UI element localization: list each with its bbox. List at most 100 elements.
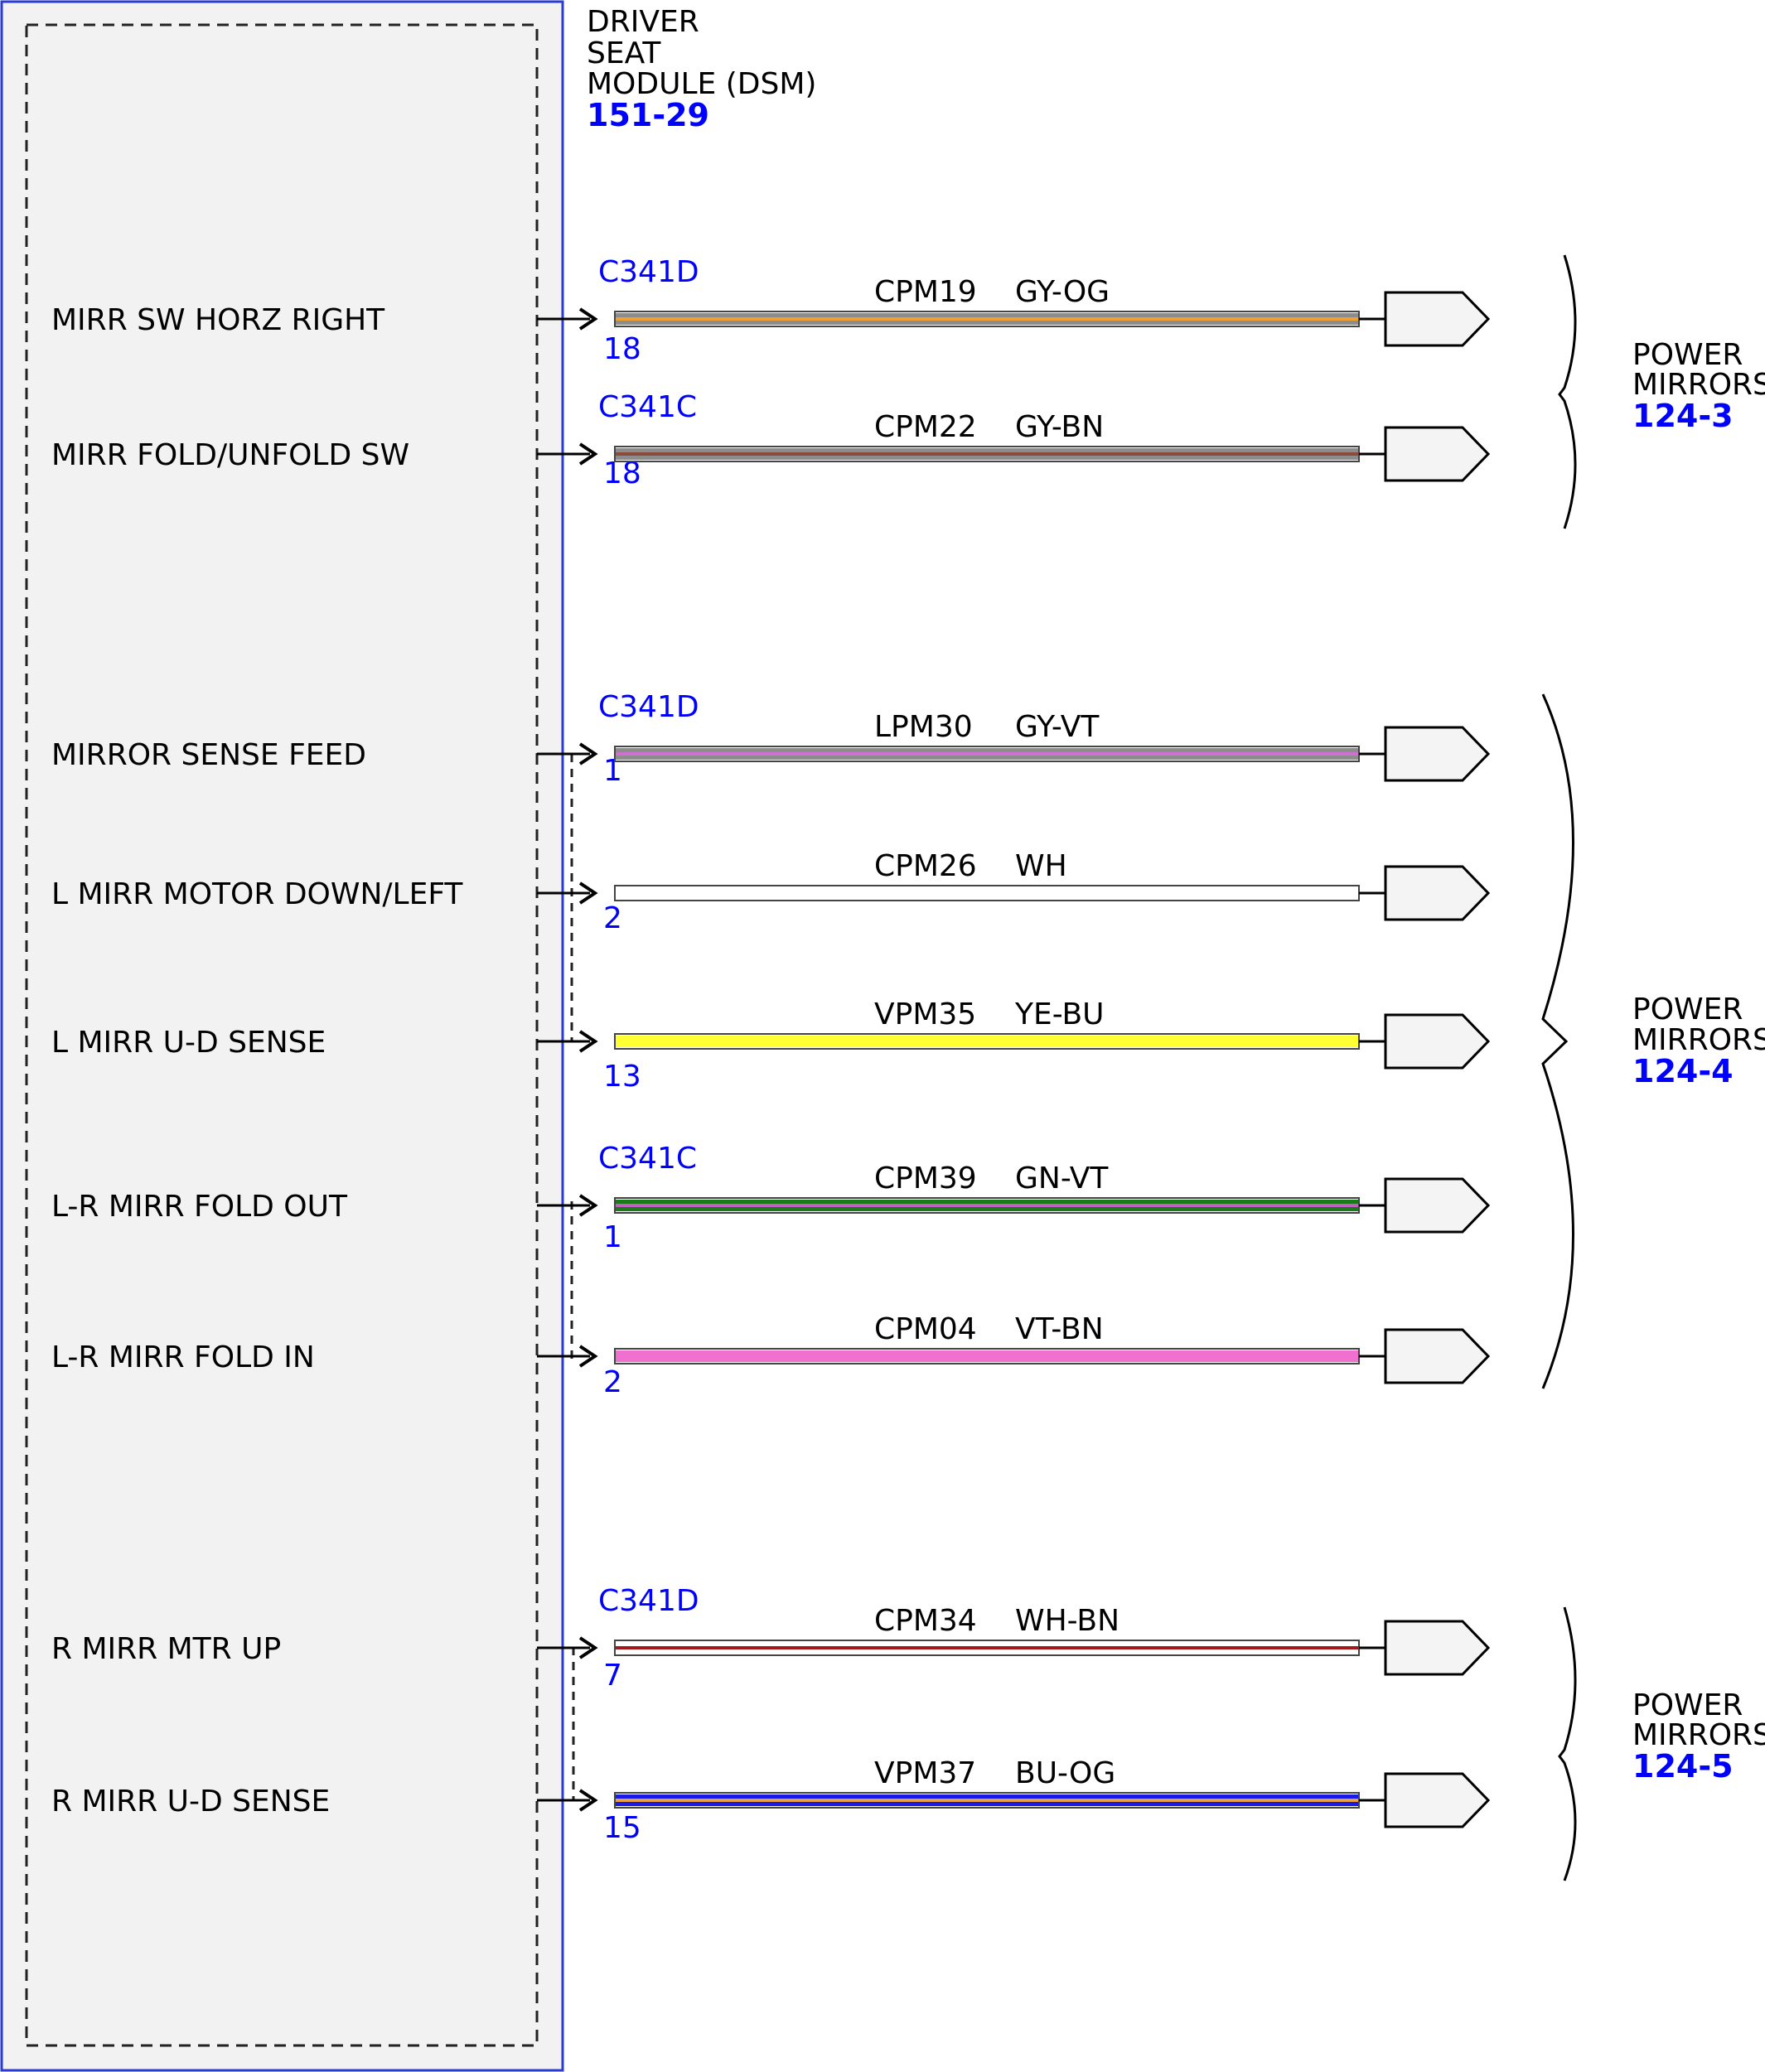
wire-color-code: VT-BN: [1015, 1312, 1104, 1346]
pin-number: 1: [603, 1220, 622, 1254]
wire-stripe-tracer: [616, 1040, 1358, 1043]
circuit-number: CPM22: [874, 410, 977, 444]
pin-number: 13: [603, 1060, 641, 1094]
bracket-power-mirrors-2: [1541, 693, 1574, 1389]
wire-stripe-primary: [616, 1036, 1358, 1040]
destination-3-line-2: MIRRORS: [1632, 1718, 1765, 1752]
wire-stripe-primary: [616, 1802, 1358, 1806]
connector-arrow-icon: [1384, 865, 1491, 921]
wire-stripe-primary: [616, 448, 1358, 452]
wire-stripe-tracer: [616, 1355, 1358, 1358]
pin-number: 2: [603, 1365, 622, 1399]
circuit-number: CPM26: [874, 849, 977, 883]
signal-label: L-R MIRR FOLD IN: [51, 1340, 315, 1374]
wire-stripe-primary: [616, 1207, 1358, 1211]
circuit-number: VPM35: [874, 997, 976, 1031]
signal-label: MIRROR SENSE FEED: [51, 738, 366, 772]
connector-arrow-icon: [1384, 426, 1491, 482]
destination-2-ref: 124-4: [1632, 1053, 1734, 1089]
wire-stripe-tracer: [616, 1799, 1358, 1802]
wire-color-code: BU-OG: [1015, 1756, 1115, 1790]
circuit-number: LPM30: [874, 710, 973, 744]
wire-stripe-primary: [616, 1794, 1358, 1799]
destination-1-line-1: POWER: [1632, 338, 1743, 372]
wire-stripe-primary: [616, 895, 1358, 899]
wire-color-code: GY-OG: [1015, 275, 1110, 309]
wire-stripe-primary: [616, 748, 1358, 752]
circuit-number: CPM04: [874, 1312, 977, 1346]
destination-3-ref: 124-5: [1632, 1748, 1734, 1785]
pin-arrow-icon: [578, 1345, 598, 1368]
connector-arrow-icon: [1384, 1620, 1491, 1676]
destination-2-line-1: POWER: [1632, 993, 1743, 1026]
circuit-number: CPM39: [874, 1162, 977, 1195]
wire-stripe-primary: [616, 756, 1358, 760]
signal-label: L-R MIRR FOLD OUT: [51, 1190, 348, 1224]
pin-number: 2: [603, 901, 622, 935]
connector-arrow-icon: [1384, 726, 1491, 782]
signal-label: R MIRR MTR UP: [51, 1632, 281, 1666]
wire-stripe-tracer: [616, 1204, 1358, 1207]
connector-arrow-icon: [1384, 291, 1491, 347]
wire-stripe-primary: [616, 1358, 1358, 1362]
circuit-number: CPM34: [874, 1604, 977, 1638]
wire-color-code: GY-BN: [1015, 410, 1104, 444]
wire-color-code: GY-VT: [1015, 710, 1100, 744]
pin-arrow-icon: [578, 1194, 598, 1217]
wire-stripe-tracer: [616, 891, 1358, 895]
module-title-line-1: DRIVER: [587, 5, 699, 39]
circuit-number: CPM19: [874, 275, 977, 309]
circuit-number: VPM37: [874, 1756, 976, 1790]
connector-id: C341D: [598, 255, 699, 289]
connector-arrow-icon: [1384, 1328, 1491, 1384]
wire-color-code: GN-VT: [1015, 1162, 1109, 1195]
wire-stripe-primary: [616, 1200, 1358, 1204]
wire-stripe-tracer: [616, 317, 1358, 321]
pin-number: 7: [603, 1659, 622, 1693]
pin-arrow-icon: [578, 1789, 598, 1812]
wire-stripe-primary: [616, 313, 1358, 317]
wire-stripe-primary: [616, 887, 1358, 891]
signal-label: L MIRR MOTOR DOWN/LEFT: [51, 877, 463, 911]
destination-2-line-2: MIRRORS: [1632, 1023, 1765, 1057]
wire-stripe-primary: [616, 1649, 1358, 1654]
pin-arrow-icon: [578, 742, 598, 766]
wire-stripe-primary: [616, 456, 1358, 460]
connector-id: C341D: [598, 690, 699, 724]
wire-color-code: WH-BN: [1015, 1604, 1119, 1638]
connector-id: C341C: [598, 1142, 697, 1176]
pin-number: 18: [603, 332, 641, 366]
wire-color-code: WH: [1015, 849, 1067, 883]
wire-stripe-primary: [616, 321, 1358, 325]
pin-arrow-icon: [578, 1636, 598, 1659]
module-title-line-2: SEAT: [587, 36, 661, 70]
pin-arrow-icon: [578, 881, 598, 905]
wire-stripe-tracer: [616, 752, 1358, 756]
destination-3-line-1: POWER: [1632, 1688, 1743, 1722]
signal-label: L MIRR U-D SENSE: [51, 1026, 326, 1060]
pin-arrow-icon: [578, 307, 598, 331]
pin-number: 1: [603, 754, 622, 788]
bracket-power-mirrors-3: [1558, 1606, 1577, 1881]
pin-number: 15: [603, 1811, 641, 1845]
bracket-power-mirrors-1: [1558, 254, 1577, 529]
destination-1-ref: 124-3: [1632, 398, 1734, 434]
signal-label: MIRR FOLD/UNFOLD SW: [51, 438, 409, 472]
connector-id: C341C: [598, 390, 697, 424]
wire-stripe-tracer: [616, 1646, 1358, 1649]
connector-arrow-icon: [1384, 1772, 1491, 1828]
connector-arrow-icon: [1384, 1013, 1491, 1070]
pin-arrow-icon: [578, 442, 598, 466]
connector-arrow-icon: [1384, 1177, 1491, 1234]
circuit-rows: MIRR SW HORZ RIGHT C341D 18 CPM19 GY-OG MIRR …: [51, 255, 1491, 1845]
module-inner-boundary: [25, 23, 539, 2047]
wire-stripe-primary: [616, 1043, 1358, 1047]
pin-arrow-icon: [578, 1030, 598, 1053]
signal-label: R MIRR U-D SENSE: [51, 1785, 330, 1818]
module-box: [0, 0, 564, 2072]
module-title-line-3: MODULE (DSM): [587, 67, 816, 101]
wire-stripe-tracer: [616, 452, 1358, 456]
signal-label: MIRR SW HORZ RIGHT: [51, 303, 385, 337]
destination-1-line-2: MIRRORS: [1632, 368, 1765, 402]
